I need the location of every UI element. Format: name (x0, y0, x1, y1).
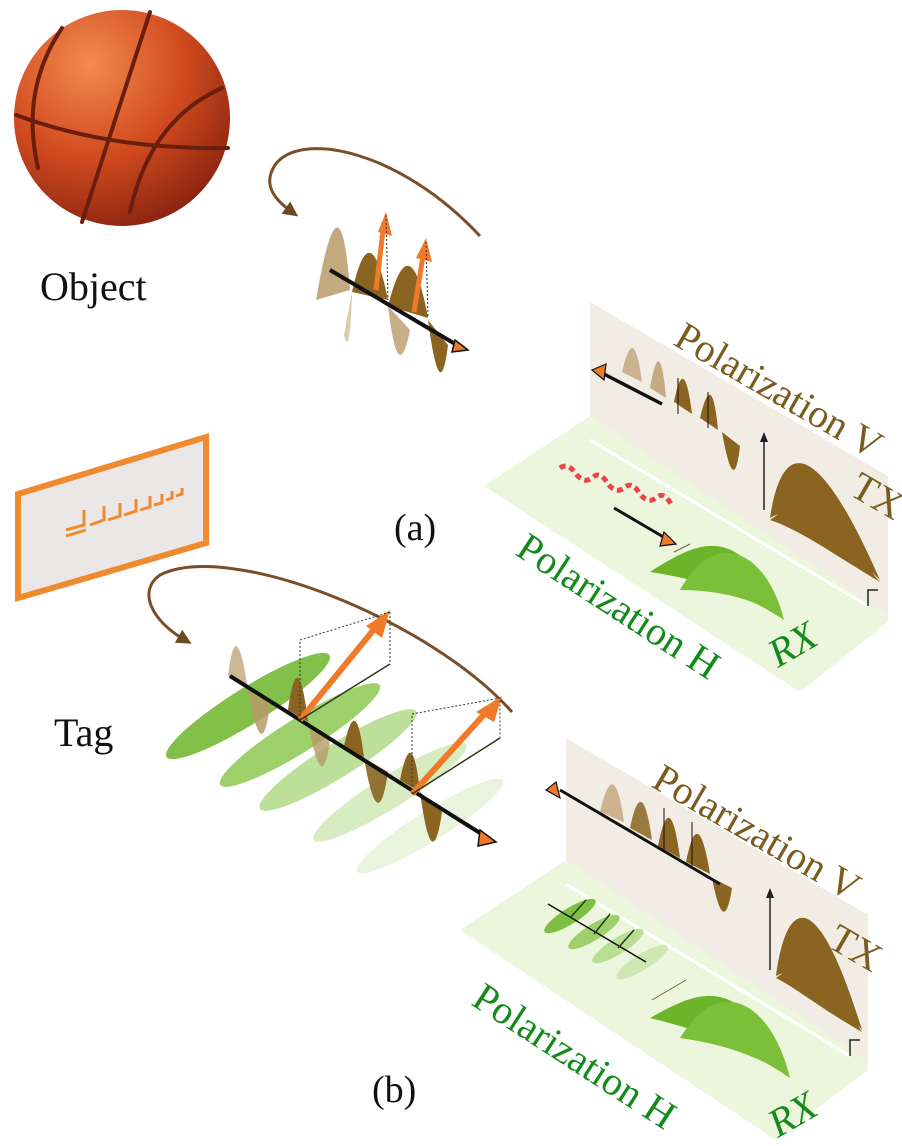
reflection-arrow-a (268, 147, 482, 238)
h-wave-b (544, 898, 790, 1078)
wave-b (166, 610, 504, 874)
panel-b-label: (b) (372, 1069, 416, 1111)
panel-a-label: (a) (394, 507, 436, 549)
v-wave-a (590, 348, 880, 582)
v-wave-b (544, 780, 862, 1032)
tag-icon (15, 432, 209, 603)
tag-label: Tag (54, 710, 113, 755)
object-label: Object (40, 264, 147, 309)
h-wave-a (558, 463, 784, 620)
reflection-arrow-b (147, 565, 514, 713)
basketball-icon (14, 10, 230, 226)
h-plane-b (460, 860, 868, 1140)
wave-a (316, 212, 470, 373)
